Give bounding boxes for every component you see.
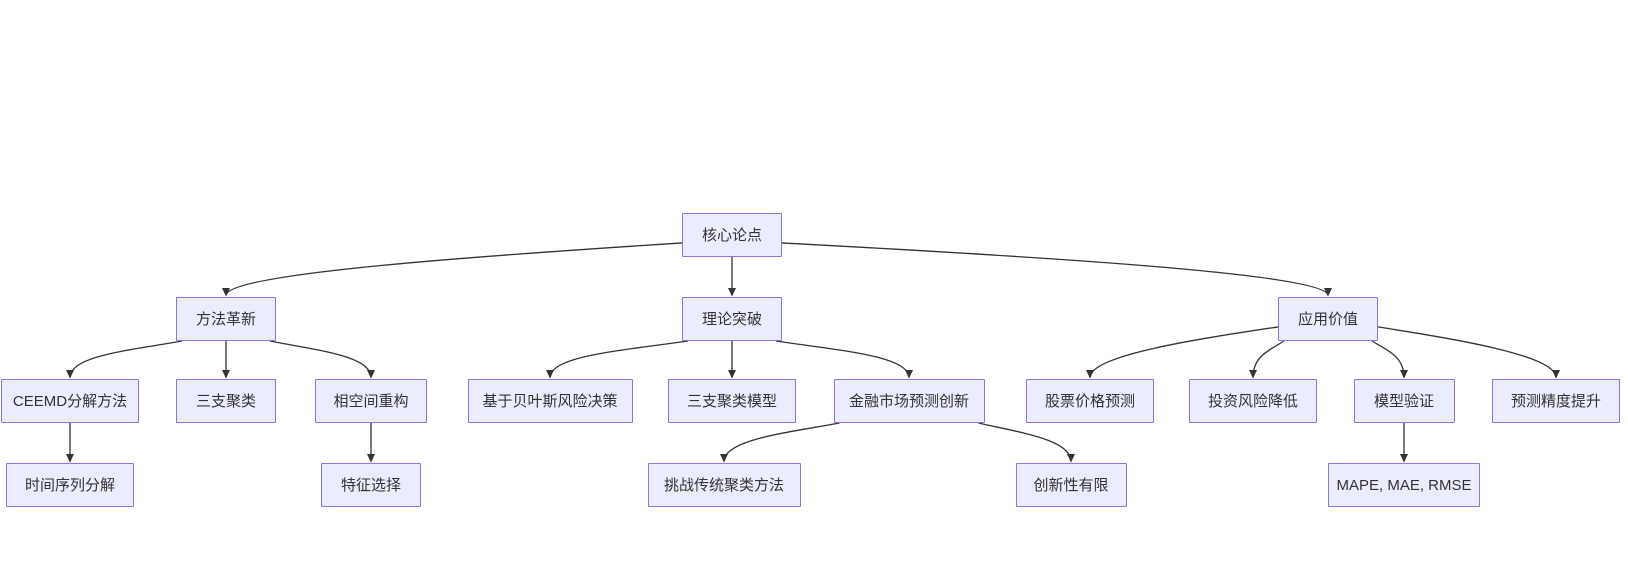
edge-root-to-method xyxy=(222,242,683,297)
node-label: CEEMD分解方法 xyxy=(12,392,128,410)
flowchart-node-theory: 理论突破 xyxy=(682,297,782,341)
node-label: 基于贝叶斯风险决策 xyxy=(482,392,618,410)
flowchart-node-value: 应用价值 xyxy=(1278,297,1378,341)
node-label: 投资风险降低 xyxy=(1207,392,1298,410)
flowchart-node-metrics: MAPE, MAE, RMSE xyxy=(1328,463,1480,507)
node-label: 相空间重构 xyxy=(333,392,409,410)
edge-value-to-validate xyxy=(1371,340,1408,379)
edge-root-to-value xyxy=(781,242,1332,297)
node-label: 三支聚类模型 xyxy=(686,392,777,410)
node-label: 股票价格预测 xyxy=(1044,392,1135,410)
flowchart-node-bayes: 基于贝叶斯风险决策 xyxy=(467,379,633,423)
flowchart-node-method: 方法革新 xyxy=(176,297,276,341)
node-label: 三支聚类 xyxy=(195,392,256,410)
edge-fininnov-to-challenge xyxy=(720,422,840,463)
flowchart-node-tsdecomp: 时间序列分解 xyxy=(6,463,134,507)
flowchart-node-challenge: 挑战传统聚类方法 xyxy=(647,463,801,507)
node-label: 应用价值 xyxy=(1297,310,1358,328)
flowchart-node-twcmodel: 三支聚类模型 xyxy=(668,379,796,423)
node-label: MAPE, MAE, RMSE xyxy=(1336,476,1472,494)
node-label: 时间序列分解 xyxy=(24,476,115,494)
node-label: 挑战传统聚类方法 xyxy=(663,476,784,494)
edge-value-to-stock xyxy=(1086,326,1279,379)
flowchart-node-fininnov: 金融市场预测创新 xyxy=(833,379,985,423)
edge-theory-to-bayes xyxy=(546,340,689,379)
flowchart-node-risk: 投资风险降低 xyxy=(1189,379,1317,423)
node-label: 核心论点 xyxy=(701,226,762,244)
node-label: 特征选择 xyxy=(340,476,401,494)
edge-method-to-ceemd xyxy=(66,340,183,379)
flowchart-node-ceemd: CEEMD分解方法 xyxy=(1,379,139,423)
flowchart-node-limited: 创新性有限 xyxy=(1015,463,1127,507)
node-label: 金融市场预测创新 xyxy=(848,392,969,410)
flowchart-node-stock: 股票价格预测 xyxy=(1026,379,1154,423)
node-label: 理论突破 xyxy=(701,310,762,328)
flowchart-node-feature: 特征选择 xyxy=(321,463,421,507)
flowchart-node-accuracy: 预测精度提升 xyxy=(1492,379,1620,423)
node-label: 模型验证 xyxy=(1373,392,1434,410)
edge-method-to-phase xyxy=(269,340,375,379)
flowchart-node-root: 核心论点 xyxy=(682,213,782,257)
edge-theory-to-fininnov xyxy=(775,340,913,379)
flowchart-node-threeway: 三支聚类 xyxy=(176,379,276,423)
node-label: 方法革新 xyxy=(195,310,256,328)
flowchart-node-validate: 模型验证 xyxy=(1353,379,1455,423)
edge-value-to-accuracy xyxy=(1377,326,1560,379)
edge-fininnov-to-limited xyxy=(978,422,1075,463)
flowchart-node-phase: 相空间重构 xyxy=(315,379,427,423)
node-label: 预测精度提升 xyxy=(1510,392,1601,410)
node-label: 创新性有限 xyxy=(1033,476,1109,494)
edge-value-to-risk xyxy=(1249,340,1285,379)
